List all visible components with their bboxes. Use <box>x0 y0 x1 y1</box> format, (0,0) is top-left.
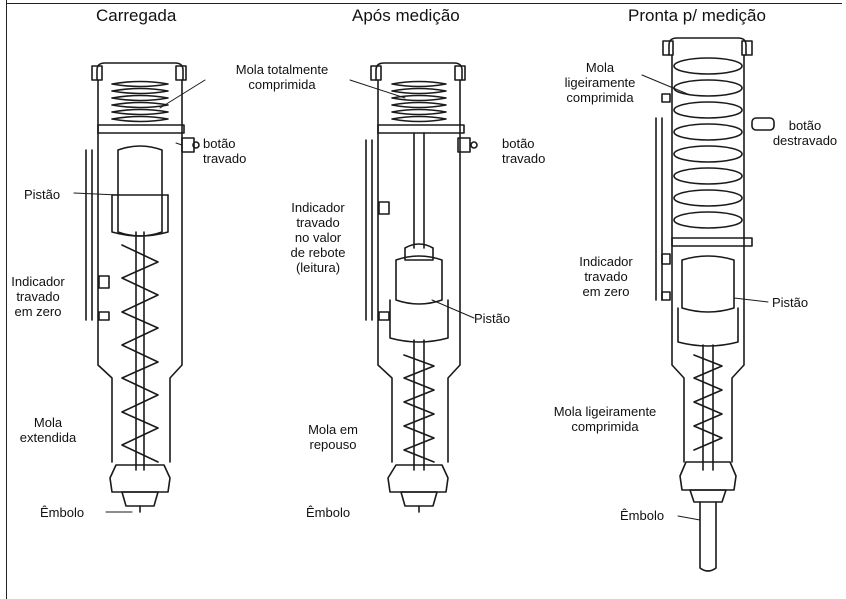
piston-2 <box>390 244 448 342</box>
rest-spring-2 <box>404 355 434 462</box>
title-ready-for-measurement: Pronta p/ medição <box>628 6 766 26</box>
compressed-spring-1 <box>112 82 168 122</box>
label-piston-3: Pistão <box>772 295 808 310</box>
hammer-after <box>366 63 477 512</box>
label-spring-extended: Mola extendida <box>14 415 82 445</box>
label-piston-2: Pistão <box>474 311 510 326</box>
label-indicator-zero-1: Indicador travado em zero <box>6 274 70 319</box>
piston-3 <box>678 256 738 346</box>
label-indicator-rebound: Indicador travado no valor de rebote (le… <box>278 200 358 275</box>
hammer-loaded <box>86 63 199 512</box>
leader-lines <box>74 75 768 520</box>
label-spring-at-rest: Mola em repouso <box>296 422 370 452</box>
lower-spring-3 <box>694 355 722 450</box>
label-button-locked-1: botão travado <box>203 136 246 166</box>
label-spring-slightly-compressed-bottom: Mola ligeiramente comprimida <box>540 404 670 434</box>
label-plunger-2: Êmbolo <box>306 505 350 520</box>
label-spring-slightly-compressed-top: Mola ligeiramente comprimida <box>552 60 648 105</box>
label-indicator-zero-3: Indicador travado em zero <box>566 254 646 299</box>
label-button-locked-2: botão travado <box>502 136 545 166</box>
label-plunger-3: Êmbolo <box>620 508 664 523</box>
extended-spring-1 <box>122 245 158 462</box>
hammer-ready <box>656 38 774 571</box>
label-spring-fully-compressed: Mola totalmente comprimida <box>222 62 342 92</box>
label-button-unlocked: botão destravado <box>770 118 840 148</box>
title-loaded: Carregada <box>96 6 176 26</box>
label-plunger-1: Êmbolo <box>40 505 84 520</box>
title-after-measurement: Após medição <box>352 6 460 26</box>
label-piston-1: Pistão <box>24 187 60 202</box>
compressed-spring-2 <box>392 82 446 122</box>
big-spring-3 <box>674 58 742 228</box>
piston-1 <box>112 146 168 236</box>
